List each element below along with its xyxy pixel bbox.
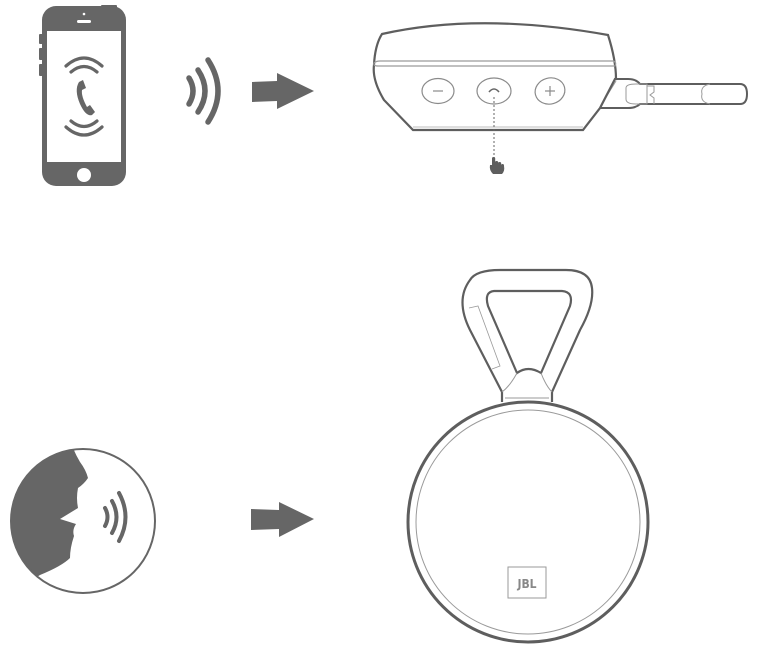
speaking-head-icon (10, 448, 156, 594)
jbl-logo: JBL (507, 566, 547, 599)
volume-down-button (421, 77, 455, 105)
arrow-right-icon (251, 502, 314, 537)
jbl-logo-text: JBL (516, 577, 536, 591)
sound-waves-icon (186, 57, 221, 125)
arrow-right-icon (252, 73, 314, 109)
call-button (476, 77, 512, 105)
carabiner-clip (599, 78, 749, 109)
hand-press-icon (489, 157, 505, 174)
speaker-front-view: JBL (406, 268, 650, 644)
volume-up-button (534, 77, 566, 105)
carabiner-loop (461, 268, 594, 402)
speaker-top-view (372, 22, 749, 174)
phone-incoming-call-icon (39, 5, 126, 186)
